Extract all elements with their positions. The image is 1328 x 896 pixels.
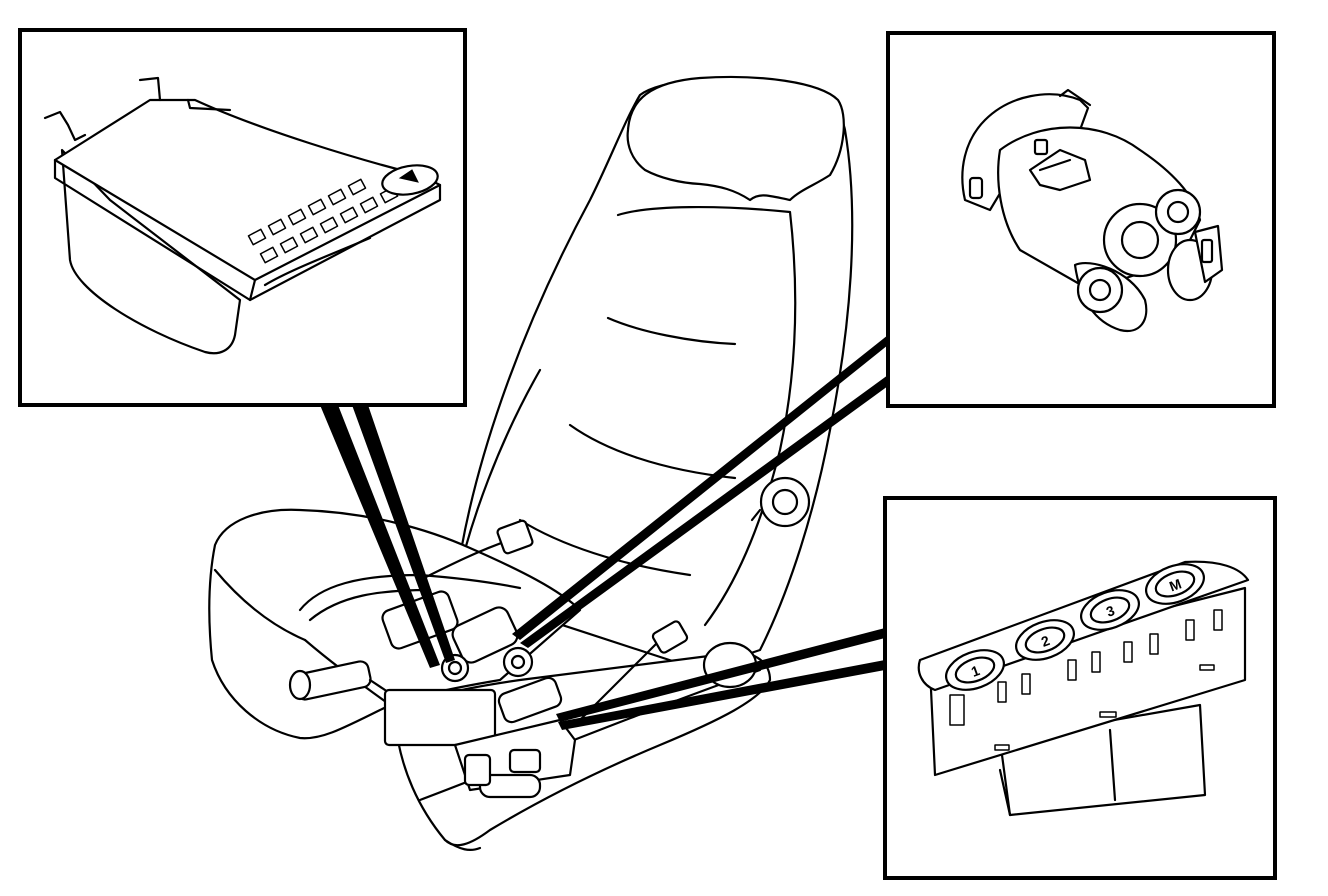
memory-module-icon [43,76,442,355]
leader-seat-motor [512,335,888,640]
callout-leaders [320,335,888,730]
memory-button-m: M [1145,563,1205,605]
seat-headrest [626,75,845,202]
memory-button-m-label: M [1167,575,1183,594]
recline-knob [750,476,811,528]
memory-button-2: 2 [1015,619,1075,661]
power-seat [208,75,854,851]
callout-seat-motor [886,31,1276,408]
motor-icon [961,88,1224,333]
memory-button-3: 3 [1080,589,1140,631]
seat-mechanism [288,519,758,799]
memory-switch-icon: 1 2 3 M [917,560,1250,817]
callout-control-module [18,28,467,407]
callout-switch-panel: 1 2 3 M [883,496,1277,880]
leader-control-module [320,405,440,668]
memory-button-1: 1 [945,649,1005,691]
leader-switch-panel [556,628,885,722]
